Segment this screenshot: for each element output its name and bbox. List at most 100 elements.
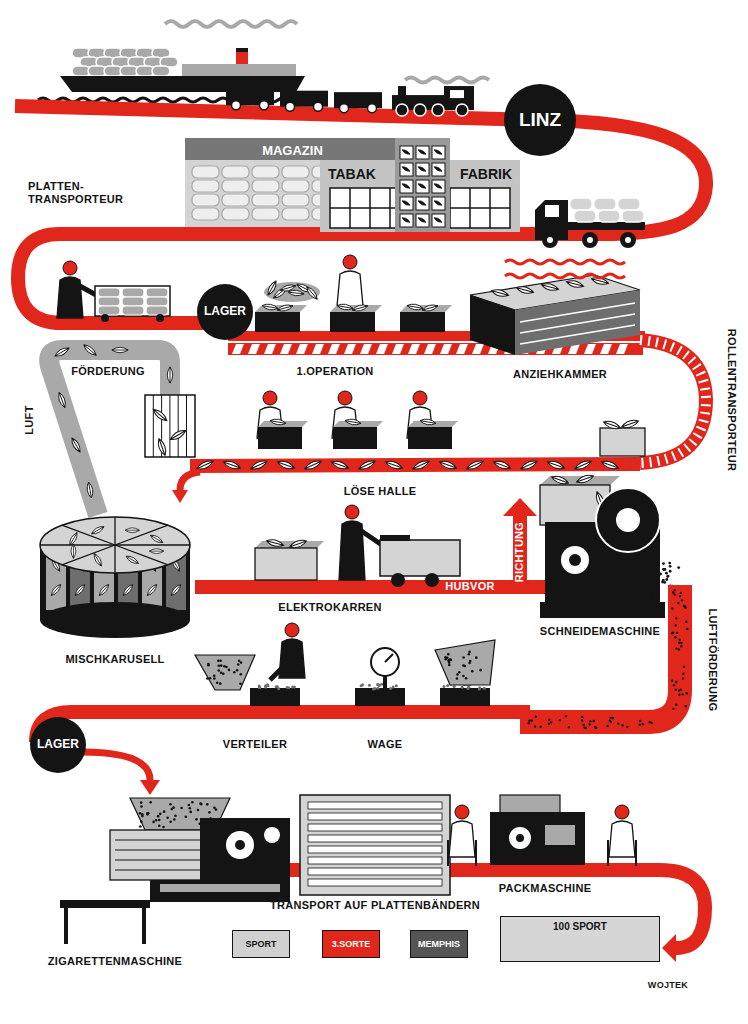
tobacco-dot (678, 639, 680, 641)
leaf-box (400, 312, 445, 332)
tobacco-dot (162, 826, 165, 829)
cart-wheel (391, 573, 405, 587)
tobacco-dot (139, 812, 142, 815)
tobacco-dot (206, 803, 209, 806)
tobacco-dot (461, 686, 464, 689)
tobacco-leaf (433, 216, 442, 223)
tobacco-dot (395, 684, 398, 687)
tobacco-leaf (407, 303, 424, 311)
tobacco-dot (275, 685, 278, 688)
tobacco-dot (376, 687, 379, 690)
tobacco-leaf (266, 538, 285, 548)
lift-arrow (513, 515, 527, 594)
wheel (232, 101, 241, 110)
cargo-bale (152, 66, 170, 76)
tobacco-dot (185, 815, 188, 818)
cart-bale (146, 288, 168, 297)
tobacco-dot (446, 684, 449, 687)
part-name: 1.OPERATION (296, 365, 373, 378)
tobacco-dot (653, 590, 656, 593)
tobacco-dot (218, 664, 221, 667)
tobacco-leaf (304, 458, 323, 471)
tobacco-dot (568, 726, 570, 728)
tobacco-leaf (433, 148, 442, 155)
tobacco-dot (378, 684, 381, 687)
tobacco-leaf (146, 583, 159, 597)
tobacco-dot (609, 719, 611, 721)
tobacco-dot (680, 642, 682, 644)
ship-smoke (165, 21, 297, 27)
tobacco-leaf (345, 418, 362, 426)
machine-wheel (264, 827, 280, 843)
tobacco-leaf (401, 148, 410, 155)
cigarette-row (308, 879, 442, 886)
tobacco-dot (678, 693, 680, 695)
factory-building: TABAKFABRIK (320, 160, 520, 232)
tobacco-dot (639, 723, 641, 725)
tobacco-leaf (547, 459, 566, 471)
tobacco-dot (238, 659, 241, 662)
tobacco-dot (216, 681, 219, 684)
wheel (414, 104, 426, 116)
tobacco-leaf (289, 538, 308, 550)
cutter-gear (561, 546, 589, 574)
tobacco-leaf (385, 459, 404, 471)
node-text: MAGAZIN (262, 144, 323, 159)
roller-conveyor (640, 340, 706, 463)
tobacco-dot (166, 816, 169, 819)
tobacco-dot (458, 671, 461, 674)
tobacco-dot (650, 575, 653, 578)
cart-bale (98, 297, 120, 306)
belt-stripe (328, 344, 340, 354)
stored-bale (222, 166, 249, 178)
carousel-divider (115, 544, 190, 545)
carton-box: 100 SPORT (500, 916, 660, 962)
tobacco-leaf (551, 474, 570, 486)
tobacco-dot (158, 824, 161, 827)
tobacco-dot (531, 719, 533, 721)
tobacco-dot (664, 568, 667, 571)
part-name: PLATTEN- TRANSPORTEUR (28, 180, 138, 206)
tobacco-dot (662, 562, 665, 565)
stored-bale (192, 208, 219, 220)
worker-arm (270, 650, 300, 680)
chamber-front (515, 290, 640, 355)
tower-window (432, 214, 445, 227)
tobacco-dot (673, 589, 675, 591)
tobacco-leaf (149, 533, 164, 544)
stored-bale (192, 194, 219, 206)
worker (449, 821, 475, 857)
tobacco-dot (676, 632, 678, 634)
tobacco-dot (654, 598, 657, 601)
tobacco-leaf (74, 583, 87, 597)
stored-bale (252, 208, 279, 220)
flow-arrow (180, 472, 200, 490)
tobacco-leaf (576, 473, 595, 485)
belt-stripe (408, 344, 420, 354)
tobacco-dot (225, 666, 228, 669)
carousel-divider (115, 525, 168, 545)
air-duct (520, 585, 680, 722)
tobacco-leaf (223, 459, 242, 471)
tobacco-dot (539, 726, 541, 728)
cigarette-row (308, 813, 442, 820)
wheel (340, 104, 349, 113)
tobacco-leaf (401, 165, 410, 172)
tobacco-dot (686, 628, 688, 630)
carousel-base (40, 602, 190, 638)
tobacco-dot (377, 683, 380, 686)
truck-bale (570, 198, 592, 210)
tobacco-dot (679, 595, 681, 597)
part-name: ANZIEHKAMMER (513, 368, 607, 381)
tobacco-dot (233, 671, 236, 674)
node-text: 3.SORTE (332, 939, 371, 949)
tobacco-dot (267, 684, 270, 687)
cigarette-pack: 3.SORTE (322, 930, 380, 958)
tobacco-dot (595, 727, 597, 729)
truck-window (545, 205, 559, 217)
tobacco-leaf (86, 482, 94, 499)
leaf-box (408, 427, 452, 449)
carousel-top (40, 517, 190, 573)
tobacco-dot (671, 632, 673, 634)
leaf-bin (255, 548, 317, 580)
